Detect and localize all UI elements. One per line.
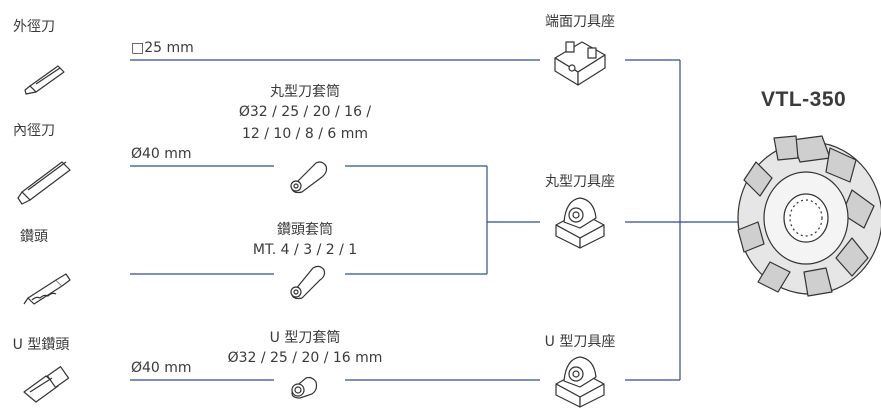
size-square: □25 mm	[131, 40, 194, 56]
round-holder-label: 丸型刀具座	[545, 174, 615, 190]
u-holder-label: U 型刀具座	[544, 334, 616, 350]
round-sleeve-sizes-2: 12 / 10 / 8 / 6 mm	[241, 126, 369, 142]
tool-name-boring: 內徑刀	[13, 123, 55, 139]
drill-sleeve-icon	[290, 265, 326, 300]
u-sleeve-icon	[291, 376, 318, 399]
drill-sleeve-sizes: MT. 4 / 3 / 2 / 1	[252, 242, 358, 258]
u-tool-holder-icon	[555, 356, 605, 408]
size-u: Ø40 mm	[131, 360, 192, 376]
machine-title: VTL-350	[761, 88, 847, 111]
size-round: Ø40 mm	[131, 146, 192, 162]
round-sleeve-sizes-1: Ø32 / 25 / 20 / 16 /	[238, 104, 372, 120]
round-tool-holder-icon	[555, 197, 605, 249]
tool-name-drill: 鑽頭	[20, 229, 48, 245]
drill-icon	[23, 273, 71, 305]
face-holder-label: 端面刀具座	[545, 14, 615, 30]
tool-name-u-drill: U 型鑽頭	[12, 337, 70, 353]
turret-icon	[737, 135, 881, 297]
outer-turning-tool-icon	[24, 65, 65, 95]
tool-name-outer: 外徑刀	[13, 19, 55, 35]
boring-bar-icon	[17, 161, 71, 205]
round-sleeve-icon	[290, 161, 328, 194]
round-sleeve-title: 丸型刀套筒	[270, 84, 340, 100]
u-sleeve-title: U 型刀套筒	[269, 330, 341, 346]
u-sleeve-sizes: Ø32 / 25 / 20 / 16 mm	[227, 350, 383, 366]
u-drill-icon	[23, 366, 70, 403]
face-tool-holder-icon	[554, 41, 606, 86]
drill-sleeve-title: 鑽頭套筒	[277, 222, 333, 238]
